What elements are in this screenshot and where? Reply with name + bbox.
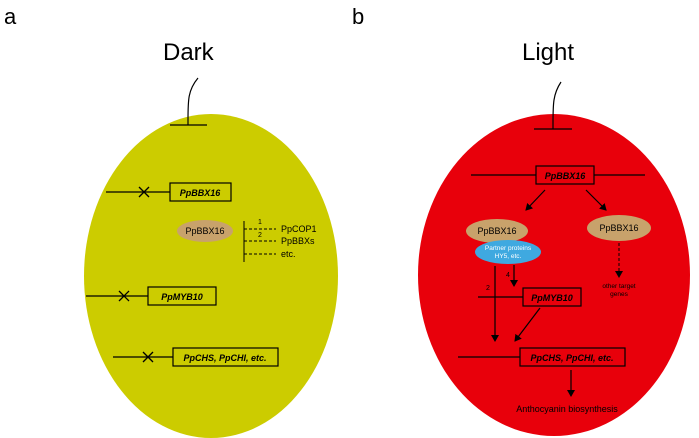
cell-body-dark	[84, 114, 338, 438]
gene-box-chs	[519, 347, 626, 367]
interaction-number-1: 1	[258, 219, 262, 226]
other-targets-line2: genes	[610, 291, 628, 298]
protein-bbx16-left	[466, 219, 528, 243]
block-x-icon	[118, 290, 130, 302]
partner-label-line2: HY5, etc.	[495, 253, 522, 260]
output-label: Anthocyanin biosynthesis	[516, 404, 618, 414]
panel-b-title: Light	[522, 39, 574, 66]
panel-a-letter: a	[4, 4, 17, 29]
protein-bbx16-dark	[177, 220, 233, 242]
cell-stem	[552, 81, 562, 125]
gene-label-myb10: PpMYB10	[161, 292, 203, 302]
path-number-2: 2	[486, 285, 490, 292]
arrow-to-right-protein	[585, 189, 607, 211]
protein-bbx16-right	[587, 215, 651, 241]
gene-box-myb10	[522, 287, 582, 307]
cell-body-light	[418, 114, 690, 436]
panel-b: b Light PpBBX16 PpBBX16 Partner proteins…	[352, 4, 690, 436]
gene-label-bbx16: PpBBX16	[545, 171, 587, 181]
cell-stem	[187, 77, 199, 121]
protein-label-dark: PpBBX16	[185, 226, 224, 236]
block-x-icon	[138, 186, 150, 198]
path-number-4: 4	[506, 272, 510, 279]
block-x-icon	[142, 351, 154, 363]
arrow-myb10-to-chs	[514, 307, 541, 342]
gene-box-myb10	[147, 286, 217, 306]
other-targets-line1: other target	[602, 283, 635, 290]
partner-label-line1: Partner proteins	[485, 245, 532, 252]
gene-label-myb10: PpMYB10	[531, 293, 573, 303]
panel-a: a Dark PpBBX16 PpBBX16 1 2 PpCOP1 PpBBXs…	[4, 4, 338, 438]
partner-proteins-ellipse	[475, 240, 541, 264]
gene-label-bbx16: PpBBX16	[180, 188, 222, 198]
protein-label-right: PpBBX16	[599, 223, 638, 233]
gene-box-bbx16	[535, 165, 595, 185]
partner-cop1: PpCOP1	[281, 224, 317, 234]
gene-label-chs: PpCHS, PpCHI, etc.	[530, 353, 613, 363]
gene-box-bbx16	[169, 182, 232, 202]
interaction-lines	[243, 221, 276, 262]
arrow-to-left-protein	[525, 189, 546, 211]
protein-label-left: PpBBX16	[477, 226, 516, 236]
partner-etc: etc.	[281, 249, 296, 259]
panel-b-letter: b	[352, 4, 364, 29]
gene-label-chs: PpCHS, PpCHI, etc.	[183, 353, 266, 363]
panel-a-title: Dark	[163, 39, 215, 66]
partner-bbxs: PpBBXs	[281, 236, 315, 246]
interaction-number-2: 2	[258, 232, 262, 239]
gene-box-chs	[172, 347, 279, 367]
